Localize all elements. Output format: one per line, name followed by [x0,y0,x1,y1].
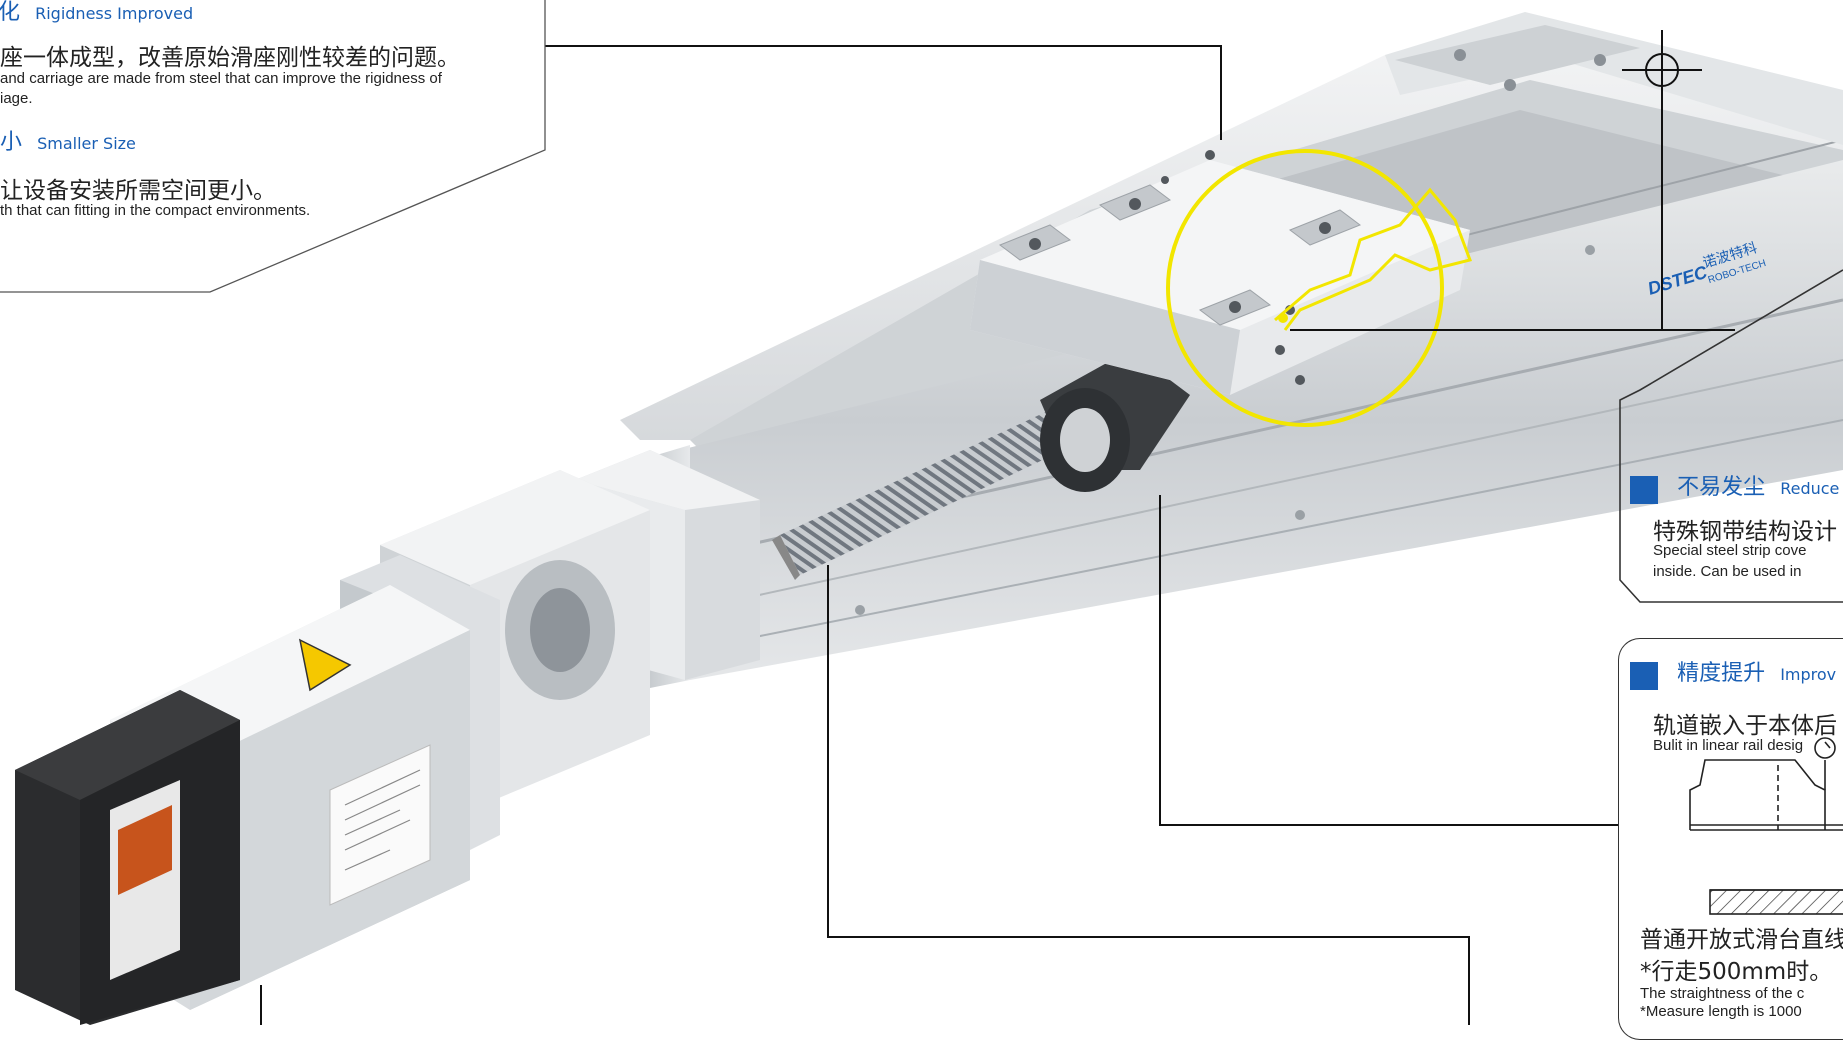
dust-body-zh: 特殊钢带结构设计 [1653,519,1837,545]
precision-diagram [1689,737,1843,915]
size-body-en: th that can fitting in the compact envir… [0,202,311,219]
precision-note-en-2: *Measure length is 1000 [1640,1003,1802,1020]
precision-title-zh: 精度提升 [1677,661,1766,686]
body-side-face [640,160,1843,680]
rigidness-title-en: Rigidness Improved [35,4,194,23]
highlight-arrow-outline [1274,187,1472,331]
dust-callout-frame [1619,269,1843,603]
precision-body-zh: 轨道嵌入于本体后 [1653,713,1837,739]
rigidness-title-zh: 化 [0,0,21,25]
rigidness-body-en-2: iage. [0,90,33,107]
dust-title: 不易发尘 Reduce [1630,469,1839,504]
precision-title: 精度提升 Improv [1630,655,1836,690]
dust-title-en: Reduce [1780,479,1840,498]
size-body-zh: 让设备安装所需空间更小。 [0,178,276,204]
precision-note-en-1: The straightness of the c [1640,985,1805,1002]
size-title: 小 Smaller Size [0,124,136,156]
rigidness-title: 化 Rigidness Improved [0,0,193,26]
rigidness-body-en-1: and carriage are made from steel that ca… [0,70,442,87]
leader-lines [260,45,1735,1025]
size-title-zh: 小 [0,130,23,155]
precision-note-zh-1: 普通开放式滑台直线 [1640,927,1843,953]
size-title-en: Smaller Size [37,134,136,153]
precision-body-en: Bulit in linear rail desig [1653,737,1804,754]
warning-triangle-icon [298,638,352,692]
dust-body-en-2: inside. Can be used in [1653,563,1802,580]
ball-screw [780,410,1085,575]
dust-square-icon [1630,475,1658,504]
left-callout-frame [0,0,546,293]
precision-title-en: Improv [1780,665,1837,684]
highlight-circle [1166,149,1444,427]
rigidness-body-zh: 座一体成型，改善原始滑座刚性较差的问题。 [0,45,460,71]
dust-title-zh: 不易发尘 [1677,475,1766,500]
precision-note-zh-2: *行走500mm时。 [1640,959,1833,985]
dust-body-en-1: Special steel strip cove [1653,542,1807,559]
precision-square-icon [1630,661,1658,690]
